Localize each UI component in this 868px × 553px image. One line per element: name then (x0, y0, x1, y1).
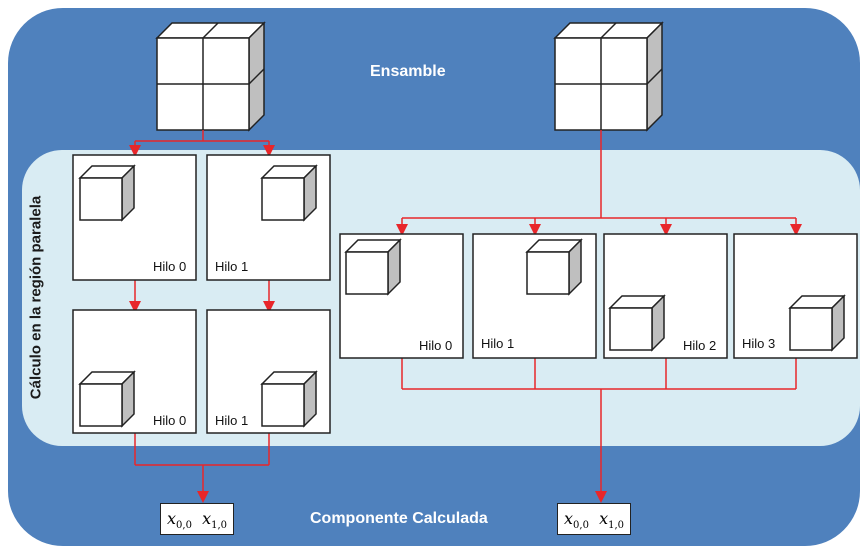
right-result-box: x0,0 x1,0 (557, 503, 632, 535)
result-sub: 0,0 (573, 520, 589, 532)
right-thread-1-label: Hilo 1 (481, 336, 515, 351)
ensemble-cube-right-icon (554, 22, 663, 131)
left-result-box: x0,0 x1,0 (160, 503, 235, 535)
left-bottom-thread-0-label: Hilo 0 (153, 413, 187, 428)
left-bottom-thread-1-label: Hilo 1 (215, 413, 249, 428)
cube-icon (261, 165, 317, 221)
component-label: Componente Calculada (310, 510, 488, 527)
right-thread-3-label: Hilo 3 (742, 336, 776, 351)
cube-icon (79, 371, 135, 427)
ensemble-cube-left-icon (156, 22, 265, 131)
result-sub: 0,0 (176, 520, 192, 532)
cube-icon (526, 239, 582, 295)
left-top-thread-1-label: Hilo 1 (215, 259, 249, 274)
result-var: x (202, 509, 212, 528)
result-var: x (599, 509, 609, 528)
right-thread-2-label: Hilo 2 (683, 338, 717, 353)
left-arrows (129, 130, 275, 503)
cube-icon (261, 371, 317, 427)
result-var: x (167, 509, 177, 528)
cube-icon (609, 295, 665, 351)
left-top-thread-0-label: Hilo 0 (153, 259, 187, 274)
result-var: x (564, 509, 574, 528)
result-sub: 1,0 (608, 520, 625, 532)
ensemble-label: Ensamble (370, 63, 446, 80)
cube-icon (79, 165, 135, 221)
parallel-region-label: Cálculo en la región paralela (27, 195, 45, 400)
cube-icon (345, 239, 401, 295)
result-sub: 1,0 (211, 520, 228, 532)
right-thread-0-label: Hilo 0 (419, 338, 453, 353)
right-arrows (396, 130, 802, 503)
cube-icon (789, 295, 845, 351)
